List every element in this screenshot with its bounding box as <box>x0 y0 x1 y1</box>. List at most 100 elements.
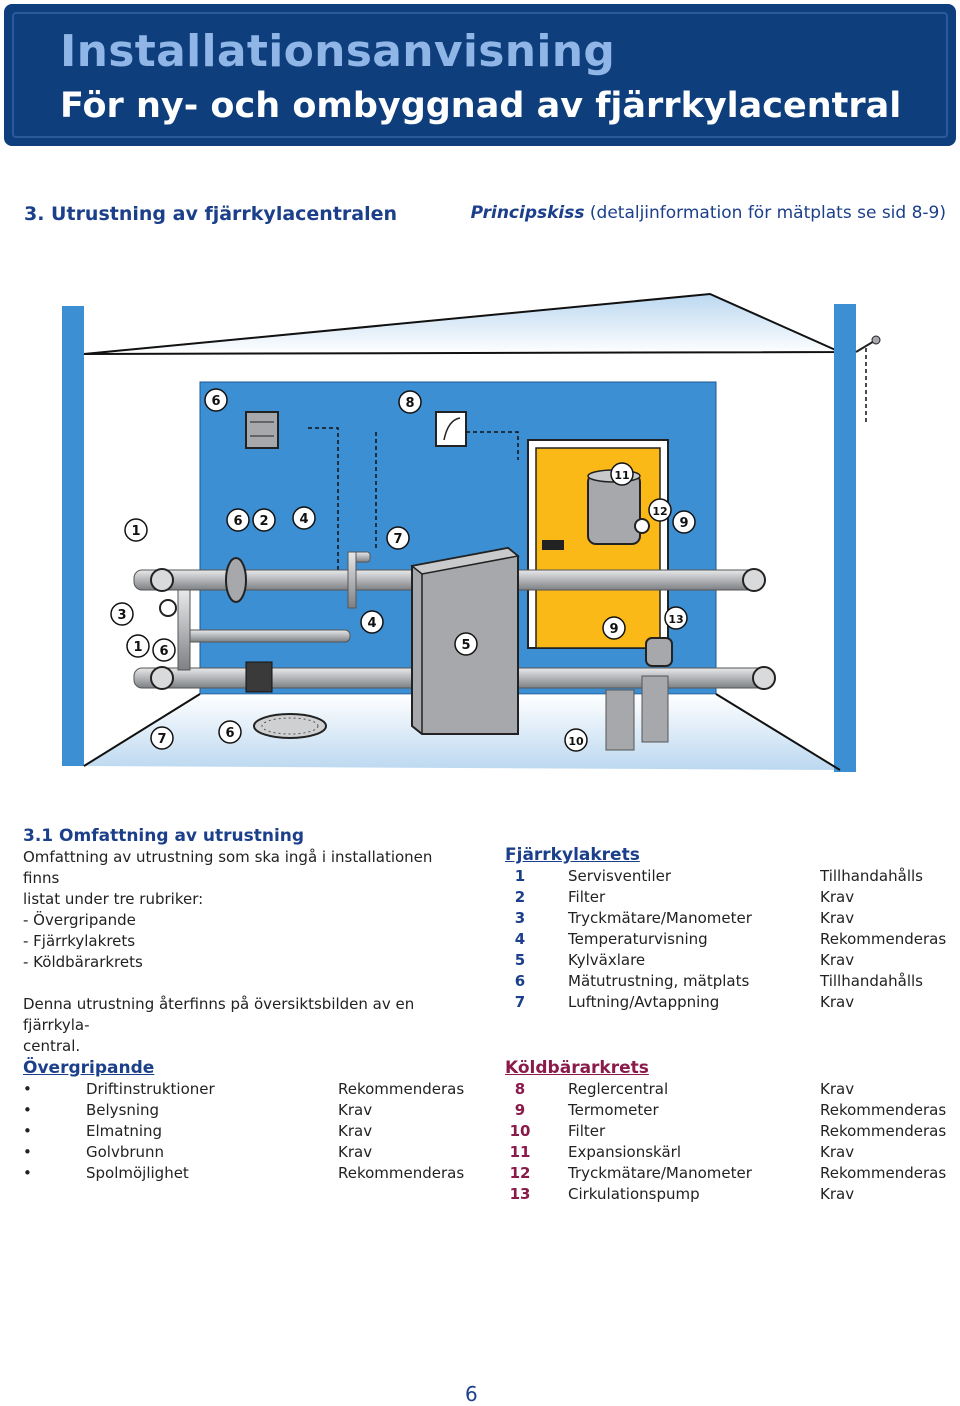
diagram-marker: 12 <box>648 498 672 522</box>
measuring-box <box>245 661 273 693</box>
section-heading: 3. Utrustning av fjärrkylacentralen <box>24 203 398 225</box>
svg-text:9: 9 <box>679 516 688 531</box>
diagram-marker: 6 <box>226 508 250 532</box>
intro-line: - Köldbärarkrets <box>23 953 143 971</box>
intro-heading: 3.1 Omfattning av utrustning <box>23 826 305 846</box>
sketch-caption: Principskiss (detaljinformation för mätp… <box>471 203 946 223</box>
diagram-marker: 6 <box>152 638 176 662</box>
svg-text:5: 5 <box>461 638 470 653</box>
expansion-tank <box>587 473 641 545</box>
diagram-marker: 9 <box>672 510 696 534</box>
header-banner: Installationsanvisning För ny- och ombyg… <box>4 4 956 146</box>
svg-text:8: 8 <box>405 396 414 411</box>
diagram-marker: 11 <box>610 462 634 486</box>
meter-box <box>245 411 279 449</box>
intro-line: - Fjärrkylakrets <box>23 932 136 950</box>
svg-text:11: 11 <box>614 469 629 482</box>
sketch-note: (detaljinformation för mätplats se sid 8… <box>589 203 946 223</box>
pressure-gauge-coolant <box>634 518 650 534</box>
svg-text:7: 7 <box>393 532 402 547</box>
diagram-marker: 13 <box>664 606 688 630</box>
service-valve-lower-left <box>150 666 174 690</box>
diagram-marker: 9 <box>602 616 626 640</box>
circulation-pump <box>645 637 673 667</box>
svg-text:6: 6 <box>225 726 234 741</box>
service-valve-upper-left <box>150 568 174 592</box>
svg-text:3: 3 <box>117 608 126 623</box>
svg-text:7: 7 <box>157 732 166 747</box>
svg-text:9: 9 <box>609 622 618 637</box>
table-title: Övergripande <box>23 1058 155 1078</box>
svg-text:2: 2 <box>259 514 268 529</box>
banner-frame <box>12 12 948 138</box>
document-title: Installationsanvisning <box>60 26 616 77</box>
diagram-marker: 7 <box>386 526 410 550</box>
document-subtitle: För ny- och ombyggnad av fjärrkylacentra… <box>60 86 902 126</box>
filter <box>225 557 247 603</box>
svg-text:4: 4 <box>367 616 376 631</box>
floor-drain <box>253 713 327 739</box>
door-handle <box>542 540 564 550</box>
diagram-marker: 3 <box>110 602 134 626</box>
intro-line: Omfattning av utrustning som ska ingå i … <box>23 848 433 887</box>
svg-text:6: 6 <box>233 514 242 529</box>
diagram-marker: 6 <box>218 720 242 744</box>
svg-text:6: 6 <box>159 644 168 659</box>
table-title: Köldbärarkrets <box>505 1058 649 1078</box>
svg-text:12: 12 <box>652 505 667 518</box>
ceiling-edge <box>83 292 841 355</box>
pressure-gauge <box>159 599 177 617</box>
intro-line: listat under tre rubriker: <box>23 890 204 908</box>
svg-text:13: 13 <box>668 613 683 626</box>
intro-closing: central. <box>23 1037 81 1055</box>
sketch-label: Principskiss <box>470 203 585 223</box>
intro-closing: Denna utrustning återfinns på översiktsb… <box>23 995 415 1034</box>
left-wall <box>62 306 84 766</box>
intro-line: - Övergripande <box>23 911 136 929</box>
service-valve-lower-right <box>752 666 776 690</box>
svg-text:4: 4 <box>299 512 308 527</box>
right-wall <box>834 304 856 772</box>
svg-text:10: 10 <box>568 735 584 748</box>
diagram-marker: 2 <box>252 508 276 532</box>
diagram-marker: 4 <box>360 610 384 634</box>
intro-section: 3.1 Omfattning av utrustning Omfattning … <box>23 826 463 1057</box>
control-center-box <box>435 411 467 447</box>
diagram-marker: 10 <box>564 728 588 752</box>
diagram-marker: 8 <box>398 390 422 414</box>
diagram-marker: 6 <box>204 388 228 412</box>
svg-text:6: 6 <box>211 394 220 409</box>
svg-text:1: 1 <box>131 524 140 539</box>
branch-pipe <box>183 629 351 643</box>
table-title: Fjärrkylakrets <box>505 845 640 865</box>
diagram-marker: 7 <box>150 726 174 750</box>
diagram-marker: 1 <box>126 634 150 658</box>
page-number: 6 <box>465 1382 478 1406</box>
diagram-marker: 1 <box>124 518 148 542</box>
diagram-marker: 5 <box>454 632 478 656</box>
ceiling-area <box>84 294 840 354</box>
svg-text:1: 1 <box>133 640 142 655</box>
diagram-marker: 4 <box>292 506 316 530</box>
